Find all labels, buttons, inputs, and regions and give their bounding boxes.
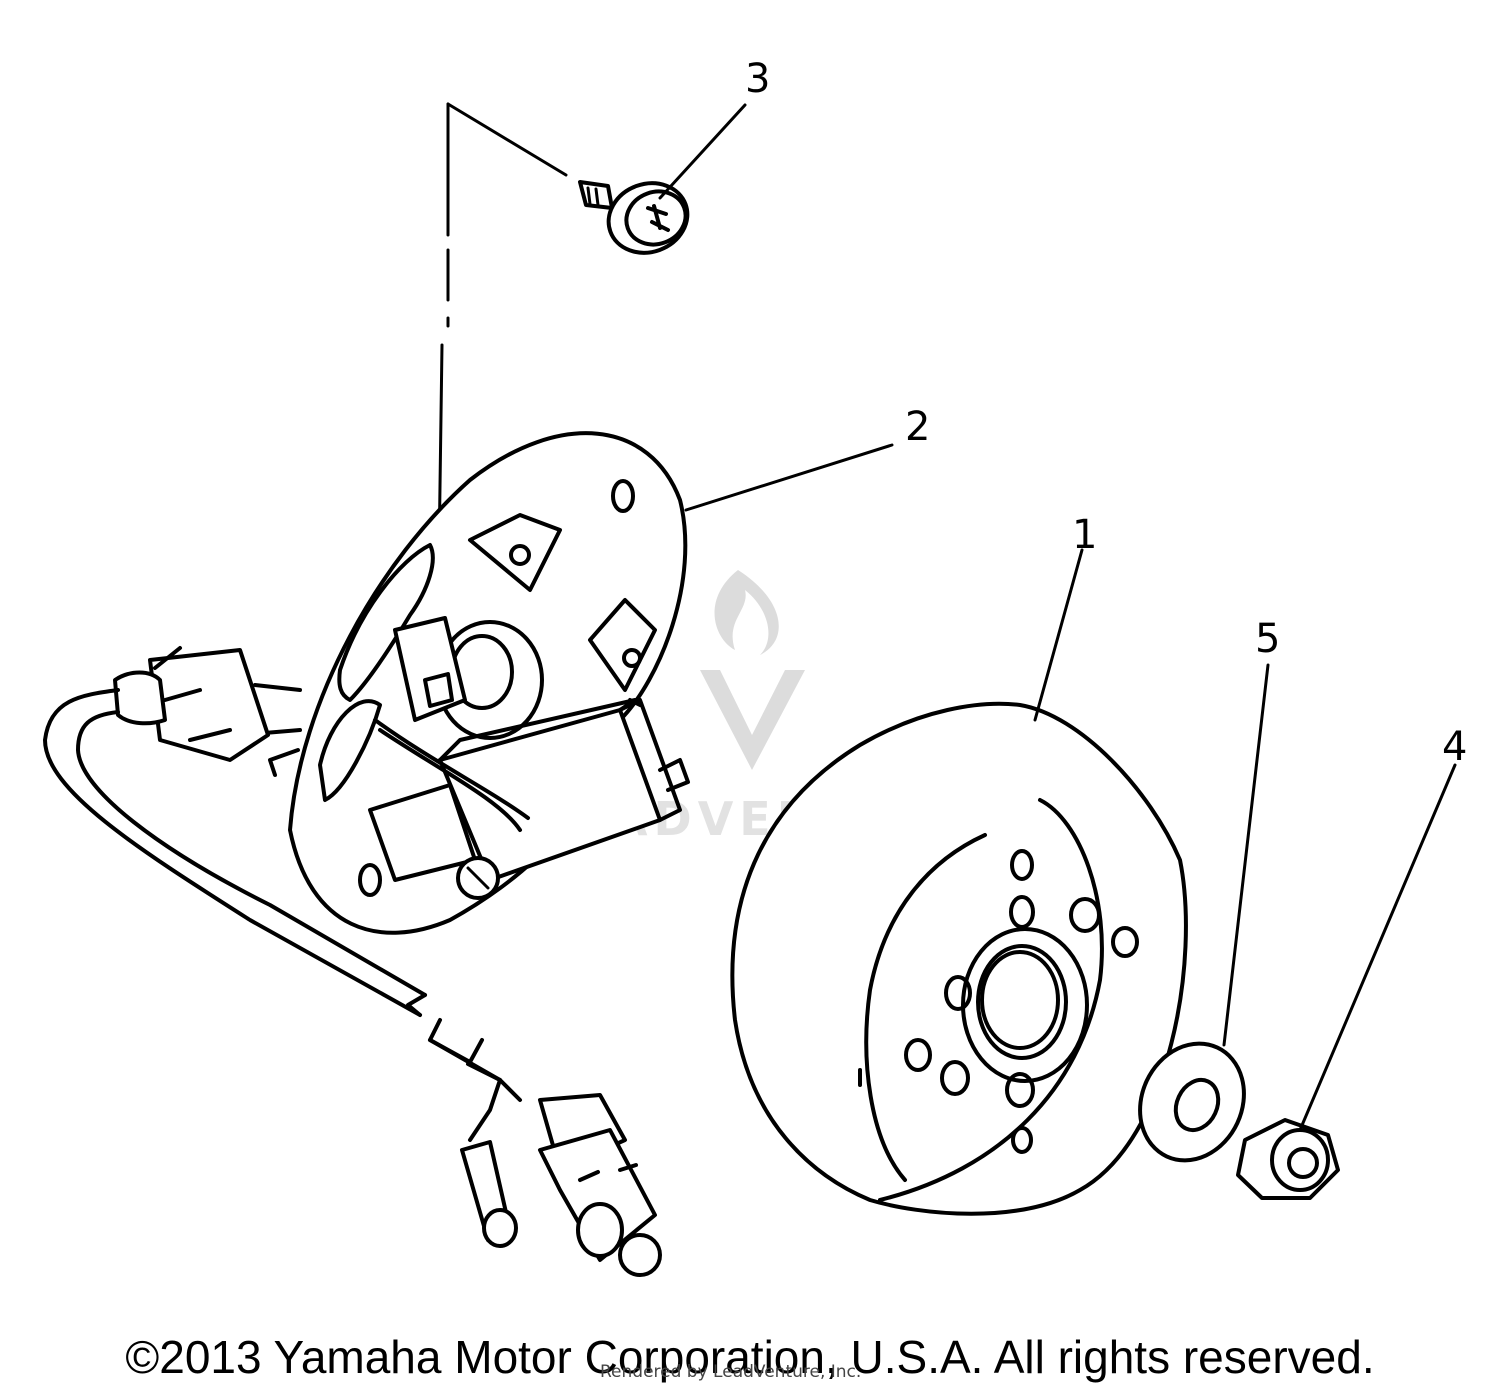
washer-part — [1138, 1041, 1246, 1163]
callout-3: 3 — [745, 56, 770, 102]
nut-part — [1236, 1118, 1340, 1200]
callout-2: 2 — [905, 404, 930, 450]
mount-hole — [611, 479, 635, 513]
flywheel-part — [730, 701, 1188, 1216]
render-credit: Rendered by LeadVenture, Inc. — [600, 1362, 862, 1382]
copyright-notice: ©2013 Yamaha Motor Corporation, U.S.A. A… — [125, 1331, 1375, 1383]
callout-4: 4 — [1442, 724, 1467, 770]
mount-hole — [358, 863, 382, 897]
screw-part — [578, 180, 690, 255]
callout-leaders — [658, 103, 1457, 1132]
wire-harness — [43, 646, 662, 1277]
callout-5: 5 — [1255, 616, 1280, 662]
stator-assembly-part — [268, 431, 690, 935]
callout-1: 1 — [1072, 512, 1097, 558]
